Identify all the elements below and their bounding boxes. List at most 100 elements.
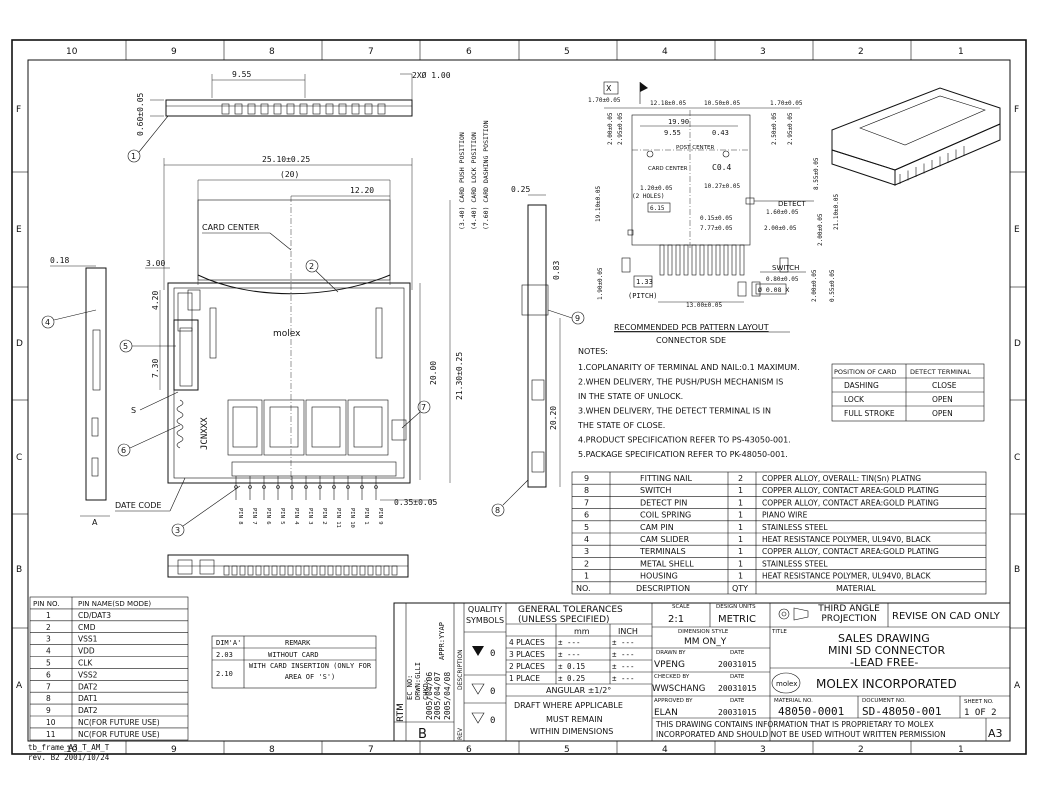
bom-qty: 1 [738, 572, 743, 581]
callout-3 [171, 523, 185, 537]
pcb-dim-2-00-b: 2.00±0.05 [764, 225, 797, 232]
pin-no: 7 [46, 682, 51, 691]
pin-no: 1 [46, 611, 51, 620]
tol-inch-value: ± --- [612, 650, 635, 659]
col-label-bottom: 10 [66, 745, 78, 755]
position-header-detect: DETECT TERMINAL [910, 368, 971, 376]
row-label-left: C [16, 453, 22, 463]
tol-inch-value: ± --- [612, 674, 635, 683]
tol-inch-value: ± --- [612, 638, 635, 647]
position-cell: CLOSE [932, 381, 957, 390]
drawn-date-value: 20031015 [718, 660, 757, 669]
row-label-right: B [1014, 565, 1020, 575]
bom-header-material: MATERIAL [836, 584, 876, 593]
col-label-top: 9 [171, 47, 177, 57]
title-block: 2005/04/06 2005/04/07 2005/04/08 EC NO: … [393, 602, 1011, 742]
callout-8 [491, 503, 505, 517]
remark-row2-text: WITH CARD INSERTION (ONLY FOR AREA OF 'S… [248, 662, 372, 681]
body-molex-logo: molex [273, 329, 301, 339]
bom-description: TERMINALS [639, 547, 686, 556]
pcb-dim-19-10: 19.10±0.05 [595, 185, 602, 222]
rev-word: REV [457, 727, 464, 740]
note-line: IN THE STATE OF UNLOCK. [578, 392, 683, 401]
bom-header-qty: QTY [732, 584, 748, 593]
pin-no: 11 [46, 730, 56, 739]
sheet-no-value: 1 OF 2 [964, 708, 997, 718]
unless-specified: (UNLESS SPECIFIED) [518, 615, 610, 625]
row-label-right: A [1014, 681, 1021, 691]
bom-no: 1 [584, 572, 589, 581]
bom-description: CAM PIN [640, 523, 674, 532]
rev-date-1: 2005/04/06 [425, 672, 434, 720]
quality-triangle-outline-icon [471, 712, 485, 724]
checked-date-label: DATE [730, 674, 745, 680]
tol-mm-value: ± --- [558, 650, 581, 659]
pcb-layout-subtitle: CONNECTOR SDE [656, 336, 726, 345]
title-line-3: -LEAD FREE- [850, 656, 918, 669]
dim-7-30: 7.30 [151, 359, 160, 378]
rev-label-chkd: CHKD: [422, 679, 430, 700]
bom-qty: 1 [738, 486, 743, 495]
pin-no: 4 [46, 647, 51, 656]
pcb-layout-title: RECOMMENDED PCB PATTERN LAYOUT [614, 323, 769, 332]
dim-20-00: 20.00 [429, 361, 438, 385]
rev-label-drwn: DRWN:GLLI [414, 662, 422, 700]
code-text: JCNXXX [200, 417, 210, 450]
row-label-right: E [1014, 225, 1020, 235]
pcb-dim-21-10: 21.10±0.05 [833, 193, 840, 230]
pcb-dim-2-95-a: 2.95±0.05 [617, 112, 624, 145]
col-label-bottom: 4 [662, 745, 668, 755]
tol-mm-value: ± 0.25 [558, 674, 585, 683]
note-line: 1.COPLANARITY OF TERMINAL AND NAIL:0.1 M… [578, 363, 800, 372]
bom-no: 9 [584, 474, 589, 483]
tol-must-remain: MUST REMAIN [546, 715, 603, 724]
pin-name: CLK [78, 659, 93, 668]
company-name: MOLEX INCORPORATED [816, 677, 957, 691]
remark-row1-dim: 2.03 [216, 651, 233, 659]
remark-row1-text: WITHOUT CARD [268, 651, 319, 659]
pcb-dim-0-80: 0.80±0.05 [766, 276, 799, 283]
note-line: 3.WHEN DELIVERY, THE DETECT TERMINAL IS … [578, 407, 771, 416]
pcb-dim-12-18: 12.18±0.05 [650, 100, 687, 107]
bom-material: COPPER ALLOY, CONTACT AREA:GOLD PLATING [762, 547, 939, 556]
pcb-dim-0-55: 0.55±0.05 [829, 269, 836, 302]
projection-text: THIRD ANGLE PROJECTION [818, 604, 880, 624]
revise-cad-only: REVISE ON CAD ONLY [892, 611, 1001, 622]
dim-20-20: 20.20 [549, 406, 558, 430]
pcb-dim-1-70-a: 1.70±0.05 [588, 97, 621, 104]
pin-no: 6 [46, 670, 51, 679]
proprietary-line-1: THIS DRAWING CONTAINS INFORMATION THAT I… [655, 720, 934, 729]
col-label-bottom: 9 [171, 745, 177, 755]
col-label-bottom: 6 [466, 745, 472, 755]
col-label-top: 7 [368, 47, 374, 57]
title-line-2: MINI SD CONNECTOR [828, 644, 945, 657]
footer-frame-rev: rev. B2 2001/10/24 [28, 753, 110, 762]
drawn-by-label: DRAWN BY [656, 650, 686, 656]
material-no-value: 48050-0001 [778, 705, 844, 718]
letter-s: S [131, 406, 136, 415]
dim-0-18: 0.18 [50, 256, 69, 265]
row-label-left: E [16, 225, 22, 235]
pin-label: PIN 4 [293, 508, 299, 525]
pcb-dim-2-00-a: 2.00±0.05 [607, 112, 614, 145]
scale-value: 2:1 [668, 614, 684, 625]
material-no-label: MATERIAL NO. [774, 698, 813, 704]
pcb-switch: SWITCH [772, 264, 799, 272]
pin-name: DAT1 [78, 694, 98, 703]
approved-date-label: DATE [730, 698, 745, 704]
row-label-right: C [1014, 453, 1020, 463]
position-cell: OPEN [932, 395, 953, 404]
card-center-label: CARD CENTER [202, 223, 260, 232]
pin-label: PIN 8 [237, 508, 243, 525]
pin-label: PIN 3 [307, 508, 313, 525]
col-label-bottom: 7 [368, 745, 374, 755]
top-view: 9.55 2XØ 1.00 0.60±0.05 1 (3.40) CARD PU… [127, 70, 490, 230]
bom-header-description: DESCRIPTION [636, 584, 690, 593]
remark-header-remark: REMARK [285, 639, 311, 647]
svg-text:2: 2 [309, 262, 314, 271]
pcb-dim-0-43: 0.43 [712, 129, 729, 137]
note-line: THE STATE OF CLOSE. [577, 421, 665, 430]
bom-no: 8 [584, 486, 589, 495]
rtm-label: RTM [396, 703, 406, 722]
bom-no: 7 [584, 498, 589, 507]
